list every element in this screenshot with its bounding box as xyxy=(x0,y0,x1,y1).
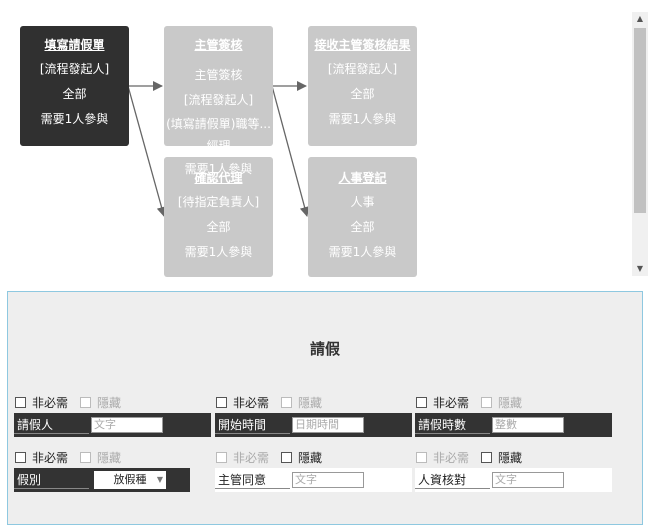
field-label: 開始時間 xyxy=(215,417,290,434)
required-option[interactable]: 非必需 xyxy=(216,449,269,466)
node-line: 人事 xyxy=(350,195,375,209)
required-label: 非必需 xyxy=(32,395,69,410)
required-option[interactable]: 非必需 xyxy=(216,394,269,411)
hidden-option[interactable]: 隱藏 xyxy=(80,449,121,466)
hidden-label: 隱藏 xyxy=(97,395,122,410)
node-line: 全部 xyxy=(62,87,87,101)
required-checkbox[interactable] xyxy=(15,396,26,408)
hidden-checkbox[interactable] xyxy=(481,451,493,463)
required-checkbox[interactable] xyxy=(15,451,26,463)
scroll-thumb[interactable] xyxy=(634,28,646,213)
hidden-option[interactable]: 隱藏 xyxy=(281,394,322,411)
field-leave-hours[interactable]: 請假時數 整數 xyxy=(415,413,612,437)
vertical-scrollbar[interactable]: ▲ ▼ xyxy=(632,12,648,276)
hidden-label: 隱藏 xyxy=(298,450,323,465)
arrow-2-5 xyxy=(271,85,310,217)
required-label: 非必需 xyxy=(233,395,270,410)
required-option[interactable]: 非必需 xyxy=(416,449,469,466)
hidden-label: 隱藏 xyxy=(298,395,323,410)
node-line: 需要1人參與 xyxy=(40,112,109,126)
hidden-option[interactable]: 隱藏 xyxy=(481,449,522,466)
node-line: 主管簽核 xyxy=(194,68,243,82)
node-line: [待指定負責人] xyxy=(177,195,260,209)
field-leave-type[interactable]: 假別 放假種 ▼ xyxy=(14,468,190,492)
field-label: 請假人 xyxy=(14,417,89,434)
hidden-option[interactable]: 隱藏 xyxy=(481,394,522,411)
node-receive-result[interactable]: 接收主管簽核結果 [流程發起人] 全部 需要1人參與 xyxy=(308,26,417,146)
arrow-1-4 xyxy=(127,85,167,217)
required-option[interactable]: 非必需 xyxy=(416,394,469,411)
field-start-time[interactable]: 開始時間 日期時間 xyxy=(215,413,412,437)
flow-diagram: 填寫請假單 [流程發起人] 全部 需要1人參與 主管簽核 主管簽核 [流程發起人… xyxy=(20,26,417,277)
hidden-label: 隱藏 xyxy=(498,395,523,410)
hidden-checkbox[interactable] xyxy=(481,396,493,408)
hidden-checkbox[interactable] xyxy=(80,396,92,408)
node-line: 需要1人參與 xyxy=(328,112,397,126)
field-options: 非必需 隱藏 xyxy=(416,449,534,465)
hidden-option[interactable]: 隱藏 xyxy=(281,449,322,466)
required-label: 非必需 xyxy=(32,450,69,465)
hidden-option[interactable]: 隱藏 xyxy=(80,394,121,411)
field-options: 非必需 隱藏 xyxy=(416,394,534,410)
hidden-checkbox[interactable] xyxy=(80,451,92,463)
node-line: [流程發起人] xyxy=(327,62,398,76)
required-checkbox[interactable] xyxy=(416,451,427,463)
datetime-input[interactable]: 日期時間 xyxy=(292,417,364,433)
hidden-checkbox[interactable] xyxy=(281,451,293,463)
text-input[interactable]: 文字 xyxy=(492,472,564,488)
field-label: 主管同意 xyxy=(215,472,290,489)
node-title: 人事登記 xyxy=(338,171,387,185)
field-requester[interactable]: 請假人 文字 xyxy=(14,413,211,437)
node-confirm-proxy[interactable]: 需要1人參與 確認代理 [待指定負責人] 全部 需要1人參與 xyxy=(164,157,273,277)
required-option[interactable]: 非必需 xyxy=(15,394,68,411)
node-hr-registration[interactable]: 人事登記 人事 全部 需要1人參與 xyxy=(308,157,417,277)
node-line: [流程發起人] xyxy=(39,62,110,76)
required-label: 非必需 xyxy=(433,450,470,465)
node-line: 全部 xyxy=(350,220,375,234)
node-title: 接收主管簽核結果 xyxy=(314,38,411,52)
field-options: 非必需 隱藏 xyxy=(216,449,334,465)
node-line: 需要1人參與 xyxy=(184,245,253,259)
node-line: (填寫請假單)職等...經理 xyxy=(166,117,271,146)
scroll-up-icon[interactable]: ▲ xyxy=(636,14,644,23)
leave-type-select[interactable]: 放假種 ▼ xyxy=(94,471,166,489)
text-input[interactable]: 文字 xyxy=(292,472,364,488)
field-manager-approval[interactable]: 主管同意 文字 xyxy=(215,468,412,492)
form-designer: 請假 非必需 隱藏 非必需 隱藏 非必需 隱藏 請假人 文字 開始時間 日期時間… xyxy=(7,291,643,525)
form-title: 請假 xyxy=(309,340,340,358)
field-options: 非必需 隱藏 xyxy=(216,394,334,410)
node-line: 全部 xyxy=(206,220,231,234)
scroll-down-icon[interactable]: ▼ xyxy=(636,264,644,273)
node-title: 確認代理 xyxy=(194,171,243,185)
node-line: 需要1人參與 xyxy=(328,245,397,259)
chevron-down-icon: ▼ xyxy=(156,475,163,484)
node-manager-approval[interactable]: 主管簽核 主管簽核 [流程發起人] (填寫請假單)職等...經理 xyxy=(164,26,273,146)
required-label: 非必需 xyxy=(233,450,270,465)
node-line: 全部 xyxy=(350,87,375,101)
required-label: 非必需 xyxy=(433,395,470,410)
node-title: 填寫請假單 xyxy=(44,38,105,52)
field-options: 非必需 隱藏 xyxy=(15,394,133,410)
field-label: 請假時數 xyxy=(415,417,490,434)
field-label: 人資核對 xyxy=(415,472,490,489)
required-checkbox[interactable] xyxy=(416,396,427,408)
node-fill-leave-form[interactable]: 填寫請假單 [流程發起人] 全部 需要1人參與 xyxy=(20,26,129,146)
required-option[interactable]: 非必需 xyxy=(15,449,68,466)
hidden-checkbox[interactable] xyxy=(281,396,293,408)
field-label: 假別 xyxy=(14,472,89,489)
select-value: 放假種 xyxy=(113,473,147,486)
hidden-label: 隱藏 xyxy=(97,450,122,465)
flow-arrows xyxy=(127,81,310,217)
required-checkbox[interactable] xyxy=(216,451,227,463)
required-checkbox[interactable] xyxy=(216,396,227,408)
node-line: [流程發起人] xyxy=(183,93,254,107)
field-hr-check[interactable]: 人資核對 文字 xyxy=(415,468,612,492)
node-title: 主管簽核 xyxy=(194,38,243,52)
hidden-label: 隱藏 xyxy=(498,450,523,465)
integer-input[interactable]: 整數 xyxy=(492,417,564,433)
node-overlap-text: 需要1人參與 xyxy=(184,162,253,176)
text-input[interactable]: 文字 xyxy=(91,417,163,433)
field-options: 非必需 隱藏 xyxy=(15,449,133,465)
